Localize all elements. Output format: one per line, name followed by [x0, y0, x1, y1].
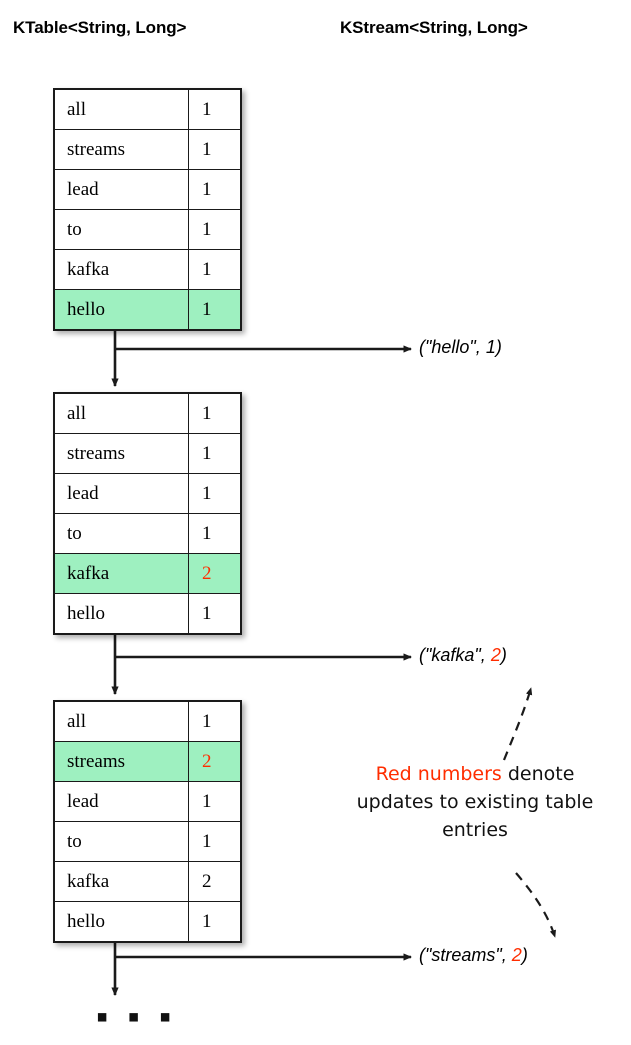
table-cell-key: lead [53, 169, 189, 210]
table-cell-key: hello [53, 593, 189, 635]
table-cell-key: streams [53, 433, 189, 474]
stream-event-prefix: ("hello", [419, 337, 486, 357]
table-cell-value: 1 [188, 700, 242, 742]
table-row: hello 1 [53, 901, 242, 943]
table-cell-key: kafka [53, 861, 189, 902]
table-row: hello 1 [53, 593, 242, 635]
table-row: all 1 [53, 88, 242, 130]
continuation-ellipsis: ▪ ▪ ▪ [96, 998, 177, 1036]
table-cell-value: 1 [188, 249, 242, 290]
table-cell-value: 1 [188, 901, 242, 943]
table-cell-key: all [53, 88, 189, 130]
table-row: all 1 [53, 392, 242, 434]
stream-event-kafka: ("kafka", 2) [419, 645, 507, 666]
stream-event-number: 2 [490, 645, 501, 665]
table-cell-key: streams [53, 129, 189, 170]
callout-dashed-arrow-down [515, 872, 557, 938]
stream-event-prefix: ("streams", [419, 945, 512, 965]
table-cell-key: kafka [53, 553, 189, 594]
table-row: all 1 [53, 700, 242, 742]
table-row: to 1 [53, 209, 242, 250]
table-cell-key: hello [53, 901, 189, 943]
table-row: streams 1 [53, 129, 242, 170]
table-cell-value: 1 [188, 473, 242, 514]
table-cell-key: lead [53, 473, 189, 514]
table-row-highlighted: streams 2 [53, 741, 242, 782]
table-row: to 1 [53, 821, 242, 862]
annotation-rest: denote updates to existing table entries [356, 763, 594, 841]
table-cell-value: 1 [188, 129, 242, 170]
table-cell-key: hello [53, 289, 189, 331]
ktable-snapshot-3: all 1 streams 2 lead 1 to 1 kafka 2 hell… [53, 700, 242, 943]
annotation-highlight: Red numbers [375, 763, 502, 785]
table-row: lead 1 [53, 169, 242, 210]
table-cell-key: lead [53, 781, 189, 822]
annotation-note: Red numbers denote updates to existing t… [350, 760, 600, 844]
ktable-snapshot-2: all 1 streams 1 lead 1 to 1 kafka 2 hell… [53, 392, 242, 635]
table-cell-key: all [53, 700, 189, 742]
stream-event-streams: ("streams", 2) [419, 945, 528, 966]
table-cell-value: 1 [188, 88, 242, 130]
stream-event-suffix: ) [495, 337, 502, 357]
table-cell-value: 1 [188, 593, 242, 635]
table-cell-value-updated: 2 [188, 553, 242, 594]
table-cell-key: to [53, 209, 189, 250]
table-cell-value: 1 [188, 781, 242, 822]
ktable-column-header: KTable<String, Long> [13, 18, 187, 37]
ktable-snapshot-1: all 1 streams 1 lead 1 to 1 kafka 1 hell… [53, 88, 242, 331]
table-cell-value: 1 [188, 821, 242, 862]
table-row: kafka 1 [53, 249, 242, 290]
table-cell-key: kafka [53, 249, 189, 290]
table-cell-value: 1 [188, 289, 242, 331]
table-row: to 1 [53, 513, 242, 554]
table-cell-value-updated: 2 [188, 741, 242, 782]
table-row-highlighted: hello 1 [53, 289, 242, 331]
kstream-column-header: KStream<String, Long> [340, 18, 528, 37]
stream-event-number: 2 [511, 945, 522, 965]
table-cell-value: 1 [188, 169, 242, 210]
table-cell-key: all [53, 392, 189, 434]
stream-event-prefix: ("kafka", [419, 645, 491, 665]
table-cell-value: 1 [188, 209, 242, 250]
table-cell-value: 1 [188, 392, 242, 434]
stream-event-hello: ("hello", 1) [419, 337, 502, 358]
stream-event-suffix: ) [500, 645, 507, 665]
table-row: streams 1 [53, 433, 242, 474]
stream-event-number: 1 [485, 337, 496, 357]
stream-event-suffix: ) [521, 945, 528, 965]
table-cell-key: to [53, 513, 189, 554]
table-cell-value: 2 [188, 861, 242, 902]
table-row: lead 1 [53, 781, 242, 822]
table-row-highlighted: kafka 2 [53, 553, 242, 594]
table-row: kafka 2 [53, 861, 242, 902]
table-cell-value: 1 [188, 433, 242, 474]
table-row: lead 1 [53, 473, 242, 514]
table-cell-key: to [53, 821, 189, 862]
callout-dashed-arrow-up [502, 687, 533, 761]
table-cell-key: streams [53, 741, 189, 782]
table-cell-value: 1 [188, 513, 242, 554]
